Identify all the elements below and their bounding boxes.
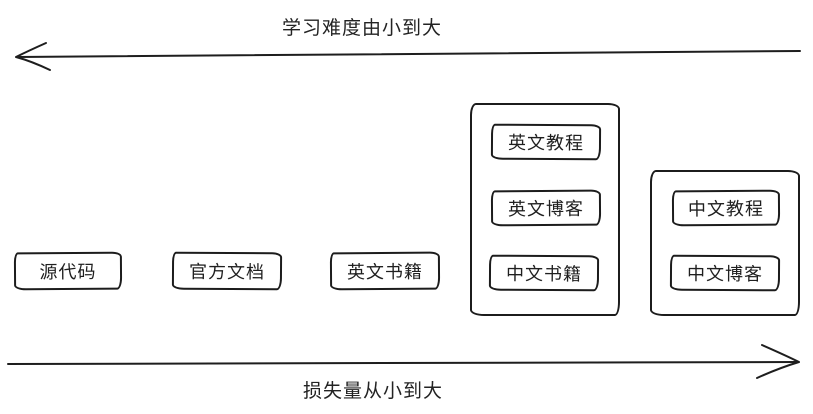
resource-group-1: 英文教程 英文博客 中文书籍 xyxy=(470,103,620,316)
loss-arrow-right xyxy=(7,344,800,379)
node-source-code: 源代码 xyxy=(13,251,123,291)
node-official-docs: 官方文档 xyxy=(171,251,283,291)
node-english-tutorials: 英文教程 xyxy=(490,123,602,161)
learning-difficulty-arrow-left xyxy=(15,42,801,71)
node-english-books: 英文书籍 xyxy=(329,251,441,291)
node-chinese-tutorials: 中文教程 xyxy=(671,189,781,227)
node-english-blogs: 英文博客 xyxy=(490,189,602,227)
node-chinese-blogs: 中文博客 xyxy=(669,254,781,292)
resource-group-2: 中文教程 中文博客 xyxy=(650,170,800,316)
learning-difficulty-axis-label: 学习难度由小到大 xyxy=(281,18,443,39)
node-chinese-books: 中文书籍 xyxy=(488,254,600,292)
loss-axis-label: 损失量从小到大 xyxy=(302,381,444,402)
